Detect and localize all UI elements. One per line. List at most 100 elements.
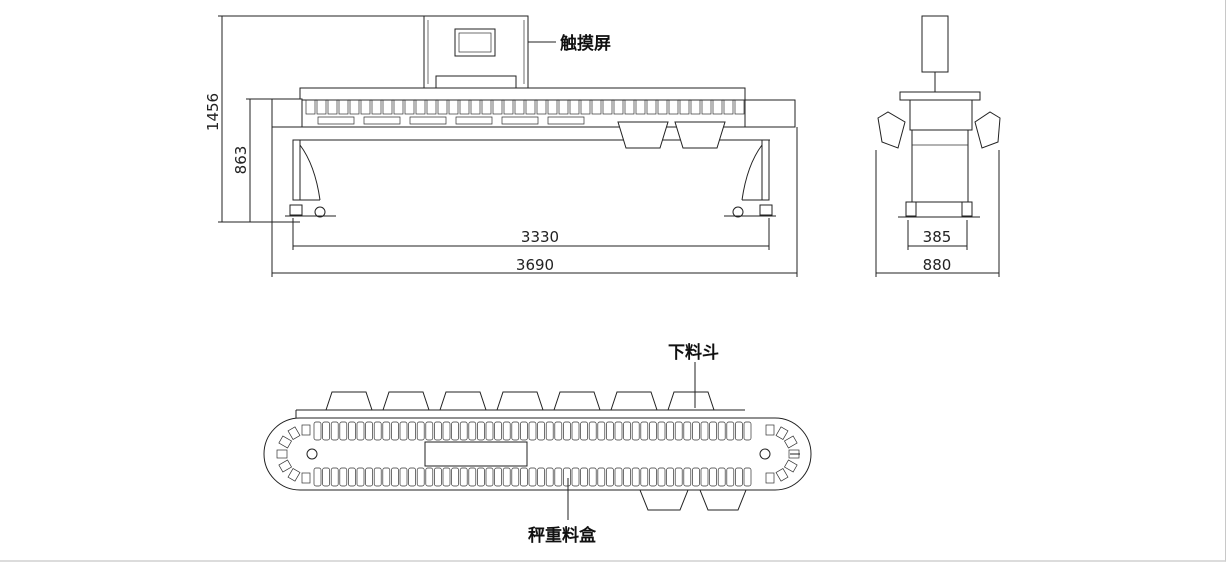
- weigh-bucket: [330, 467, 339, 487]
- weigh-bucket: [709, 421, 717, 441]
- front-tray: [363, 116, 401, 125]
- weigh-bucket: [700, 421, 709, 441]
- weigh-bucket: [528, 467, 537, 487]
- weigh-bucket: [554, 467, 563, 487]
- weigh-bucket: [442, 421, 451, 441]
- vertical-dimensions: 1456 863: [204, 15, 424, 223]
- weigh-bucket: [511, 421, 520, 441]
- weigh-bucket: [408, 467, 416, 487]
- weigh-bucket: [683, 421, 692, 441]
- weigh-bucket: [528, 421, 537, 441]
- weigh-bucket: [597, 467, 606, 487]
- weigh-bucket: [588, 421, 597, 441]
- weigh-bucket: [399, 467, 408, 487]
- weigh-bucket: [373, 421, 382, 441]
- front-bucket: [305, 99, 316, 115]
- weigh-bucket: [606, 467, 614, 487]
- weigh-bucket: [494, 467, 502, 487]
- discharge-hopper-row: [325, 391, 715, 411]
- end-bucket: [278, 435, 293, 449]
- conveyor-rail: [299, 87, 746, 101]
- front-tray: [501, 116, 539, 125]
- end-bucket: [287, 467, 301, 482]
- weigh-bucket: [451, 467, 459, 487]
- weigh-bucket: [614, 467, 623, 487]
- weigh-bucket: [537, 467, 545, 487]
- weigh-bucket: [502, 421, 511, 441]
- front-bucket: [382, 99, 393, 115]
- side-view: 385 880: [875, 15, 1001, 277]
- side-dimensions: 385 880: [875, 150, 1000, 277]
- front-bucket: [481, 99, 492, 115]
- weigh-bucket: [416, 467, 425, 487]
- weigh-bucket: [322, 467, 330, 487]
- weigh-bucket: [382, 421, 391, 441]
- weigh-bucket: [459, 467, 468, 487]
- weigh-bucket: [580, 421, 588, 441]
- weigh-bucket: [502, 467, 511, 487]
- front-bucket: [701, 99, 712, 115]
- weigh-bucket: [399, 421, 408, 441]
- dim-side-frame: 385: [923, 228, 952, 246]
- weigh-bucket: [468, 467, 477, 487]
- front-bucket: [668, 99, 679, 115]
- right-end-guard: [744, 99, 796, 128]
- weigh-bucket: [434, 467, 442, 487]
- weigh-bucket: [520, 467, 528, 487]
- front-bucket: [602, 99, 613, 115]
- front-bucket: [525, 99, 536, 115]
- dim-length-frame: 3330: [521, 228, 559, 246]
- weigh-bucket: [692, 467, 700, 487]
- front-bucket: [492, 99, 503, 115]
- weigh-bucket: [442, 467, 451, 487]
- front-bucket: [371, 99, 382, 115]
- weigh-bucket: [356, 467, 365, 487]
- weigh-bucket: [580, 467, 588, 487]
- front-tray: [547, 116, 585, 125]
- dim-side-total: 880: [923, 256, 952, 274]
- front-tray: [317, 116, 355, 125]
- weigh-bucket: [382, 467, 391, 487]
- front-bucket: [426, 99, 437, 115]
- end-bucket: [775, 426, 789, 441]
- weigh-bucket: [683, 467, 692, 487]
- end-bucket: [276, 449, 288, 459]
- weigh-bucket: [511, 467, 520, 487]
- weigh-bucket: [434, 421, 442, 441]
- weigh-bucket: [477, 467, 485, 487]
- front-bucket: [393, 99, 404, 115]
- weigh-bucket: [631, 467, 640, 487]
- weigh-bucket: [649, 467, 657, 487]
- weigh-bucket: [623, 467, 631, 487]
- weigh-bucket: [674, 467, 683, 487]
- front-bucket: [448, 99, 459, 115]
- weigh-bucket: [640, 467, 649, 487]
- front-bucket: [657, 99, 668, 115]
- weigh-bucket: [631, 421, 640, 441]
- discharge-hopper: [382, 391, 430, 411]
- front-tray: [455, 116, 493, 125]
- front-bucket: [514, 99, 525, 115]
- weigh-bucket: [666, 421, 674, 441]
- front-bucket: [723, 99, 734, 115]
- discharge-hopper: [439, 391, 487, 411]
- front-tray: [409, 116, 447, 125]
- weigh-bucket: [666, 467, 674, 487]
- front-bucket: [503, 99, 514, 115]
- left-sprocket: [306, 448, 318, 460]
- weigh-bucket: [735, 421, 743, 441]
- front-bucket: [624, 99, 635, 115]
- end-bucket: [765, 472, 775, 484]
- weigh-bucket: [313, 467, 322, 487]
- front-hoppers: [617, 121, 726, 149]
- front-bucket: [536, 99, 547, 115]
- right-sprocket: [759, 448, 771, 460]
- weigh-bucket: [623, 421, 631, 441]
- weigh-bucket: [520, 421, 528, 441]
- front-bucket: [734, 99, 745, 115]
- weigh-bucket: [709, 467, 717, 487]
- weigh-bucket: [391, 467, 399, 487]
